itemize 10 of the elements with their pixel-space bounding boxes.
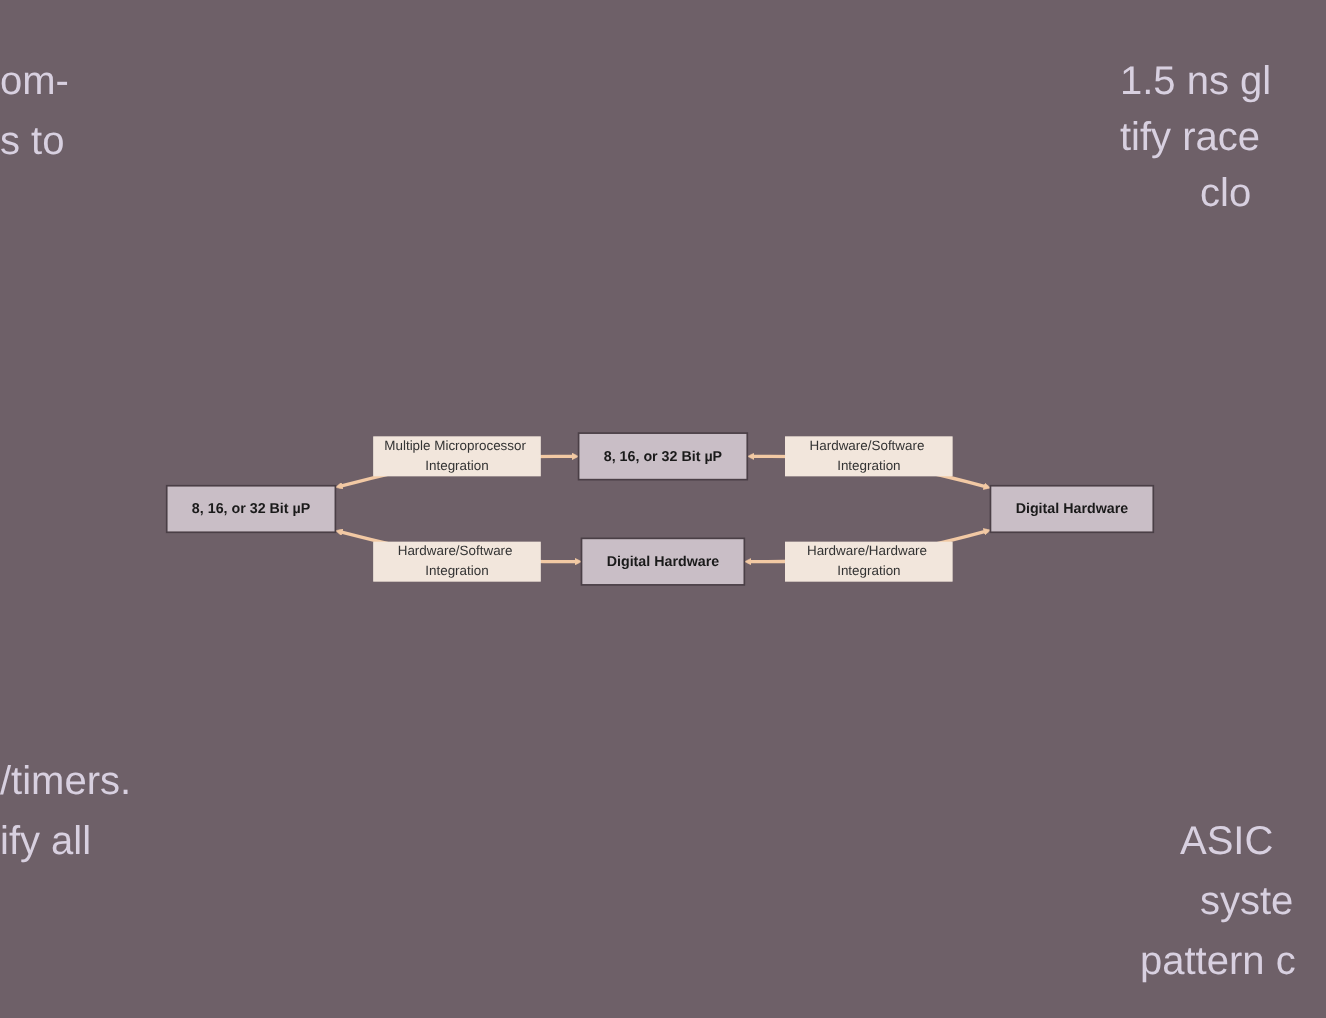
text-fragment: syste (1200, 880, 1294, 926)
text-fragment: pattern c (1140, 940, 1296, 986)
text-fragment: clo (1200, 172, 1252, 218)
text-fragment: /timers. (0, 760, 132, 806)
text-fragment: om- (0, 60, 69, 106)
text-fragment: ify all (0, 820, 92, 866)
text-fragment: 1.5 ns gl (1120, 60, 1272, 106)
text-fragment: s to (0, 120, 65, 166)
text-fragment: ASIC (1180, 820, 1274, 866)
text-fragment: tify race (1120, 116, 1261, 162)
